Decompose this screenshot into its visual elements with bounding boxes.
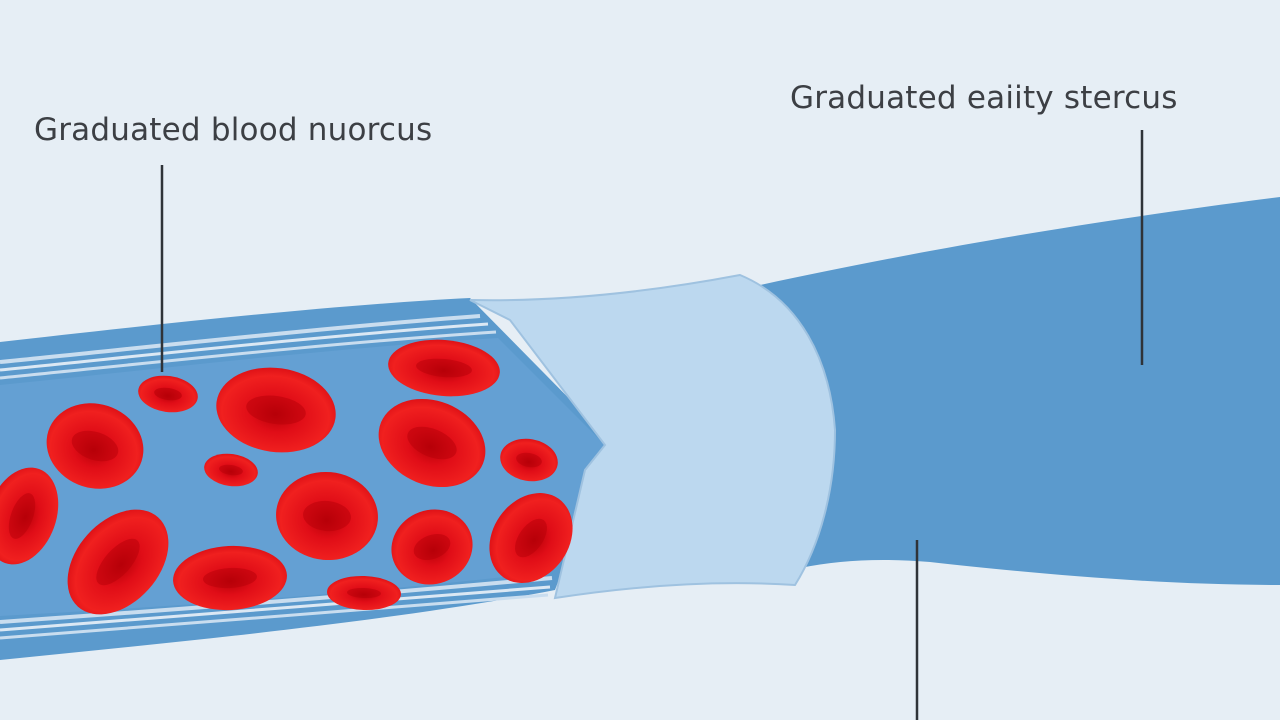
red-blood-cells [0,339,573,615]
right-vessel-body [760,197,1280,585]
vessel-sheath [469,273,837,600]
red-blood-cell-icon [138,375,198,413]
lower-wall-stripe-3 [0,593,549,640]
red-blood-cell-icon [46,403,144,489]
red-blood-cell-icon [327,575,401,611]
red-blood-cell-icon [0,467,59,565]
label-blood-vessel: Graduated blood nuorcus [34,112,433,148]
red-blood-cell-icon [216,367,336,453]
red-blood-cell-icon [204,453,258,487]
red-blood-cell-icon [173,545,287,611]
red-blood-cell-icon [388,339,500,397]
upper-wall-stripe-2 [0,322,489,372]
red-blood-cell-icon [67,509,169,615]
lower-wall-stripe-2 [0,585,551,632]
red-blood-cell-icon [391,509,473,585]
lower-wall-stripe-1 [0,576,553,624]
red-blood-cell-icon [276,471,378,561]
upper-wall-stripe-1 [0,314,481,364]
label-outer-vessel: Graduated eaiity stercus [790,80,1178,116]
red-blood-cell-icon [500,438,558,482]
upper-wall-stripe-3 [0,330,497,380]
red-blood-cell-icon [489,493,573,583]
red-blood-cell-icon [378,398,486,488]
